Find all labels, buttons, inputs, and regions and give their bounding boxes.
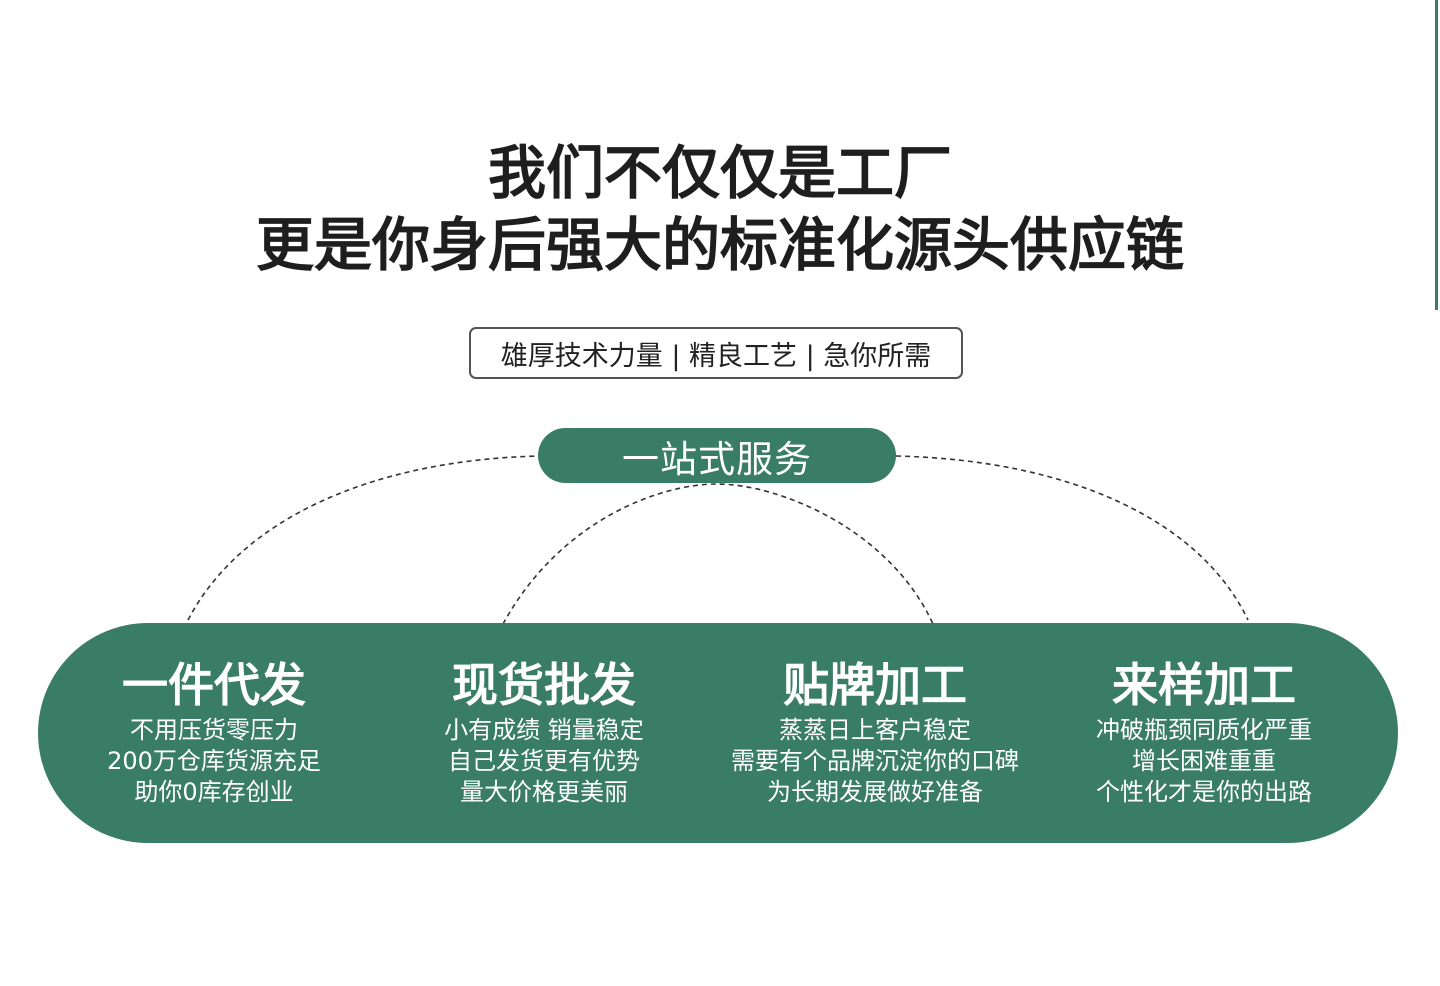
arc-outer-left <box>187 455 541 621</box>
service-desc-line: 200万仓库货源充足 <box>107 747 321 775</box>
service-card-oem: 贴牌加工 蒸蒸日上客户稳定 需要有个品牌沉淀你的口碑 为长期发展做好准备 <box>710 655 1040 808</box>
service-desc-line: 自己发货更有优势 <box>448 747 640 775</box>
arc-outer-right <box>895 455 1249 621</box>
tagline-box: 雄厚技术力量 | 精良工艺 | 急你所需 <box>469 327 963 379</box>
edge-accent-line <box>1435 0 1438 310</box>
service-title: 来样加工 <box>1112 658 1296 712</box>
service-desc-line: 为长期发展做好准备 <box>767 778 983 806</box>
service-desc-line: 个性化才是你的出路 <box>1096 778 1312 806</box>
headline-line-2: 更是你身后强大的标准化源头供应链 <box>255 211 1184 279</box>
service-card-dropship: 一件代发 不用压货零压力 200万仓库货源充足 助你0库存创业 <box>49 655 379 808</box>
one-stop-service-pill: 一站式服务 <box>538 428 896 483</box>
service-desc-line: 增长困难重重 <box>1132 747 1276 775</box>
service-title: 一件代发 <box>122 658 306 712</box>
service-title: 贴牌加工 <box>783 658 967 712</box>
service-desc-line: 小有成绩 销量稳定 <box>444 716 644 744</box>
service-card-wholesale: 现货批发 小有成绩 销量稳定 自己发货更有优势 量大价格更美丽 <box>379 655 709 808</box>
headline-line-1: 我们不仅仅是工厂 <box>487 139 952 207</box>
service-desc-line: 量大价格更美丽 <box>460 778 628 806</box>
service-desc-line: 需要有个品牌沉淀你的口碑 <box>731 747 1019 775</box>
service-desc-line: 助你0库存创业 <box>134 778 294 806</box>
service-desc-line: 冲破瓶颈同质化严重 <box>1096 716 1312 744</box>
service-desc-line: 不用压货零压力 <box>130 716 298 744</box>
service-title: 现货批发 <box>452 658 636 712</box>
services-band <box>38 623 1398 843</box>
service-card-sample-processing: 来样加工 冲破瓶颈同质化严重 增长困难重重 个性化才是你的出路 <box>1039 655 1369 808</box>
service-desc-line: 蒸蒸日上客户稳定 <box>779 716 971 744</box>
arc-inner <box>502 483 934 625</box>
